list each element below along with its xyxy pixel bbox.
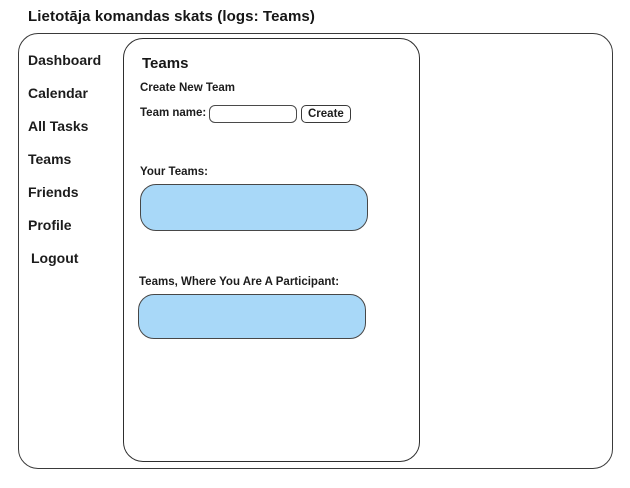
your-teams-list-placeholder: [140, 184, 368, 231]
sidebar-item-profile[interactable]: Profile: [28, 217, 72, 233]
teams-panel: [123, 38, 420, 462]
sidebar-item-dashboard[interactable]: Dashboard: [28, 52, 102, 68]
create-new-team-heading: Create New Team: [140, 82, 236, 94]
participant-teams-list-placeholder: [138, 294, 366, 339]
page-title: Lietotāja komandas skats (logs: Teams): [28, 8, 315, 25]
sidebar-item-friends[interactable]: Friends: [28, 184, 79, 200]
teams-panel-title: Teams: [142, 55, 189, 72]
team-name-input[interactable]: [209, 105, 297, 123]
your-teams-label: Your Teams:: [140, 166, 208, 178]
sidebar: Dashboard Calendar All Tasks Teams Frien…: [28, 50, 123, 281]
participant-teams-label: Teams, Where You Are A Participant:: [139, 276, 340, 288]
sidebar-item-all-tasks[interactable]: All Tasks: [28, 118, 89, 134]
create-team-button[interactable]: Create: [301, 105, 351, 123]
sidebar-item-logout[interactable]: Logout: [31, 250, 79, 266]
sidebar-item-teams[interactable]: Teams: [28, 151, 72, 167]
sidebar-item-calendar[interactable]: Calendar: [28, 85, 88, 101]
team-name-label: Team name:: [140, 107, 207, 119]
